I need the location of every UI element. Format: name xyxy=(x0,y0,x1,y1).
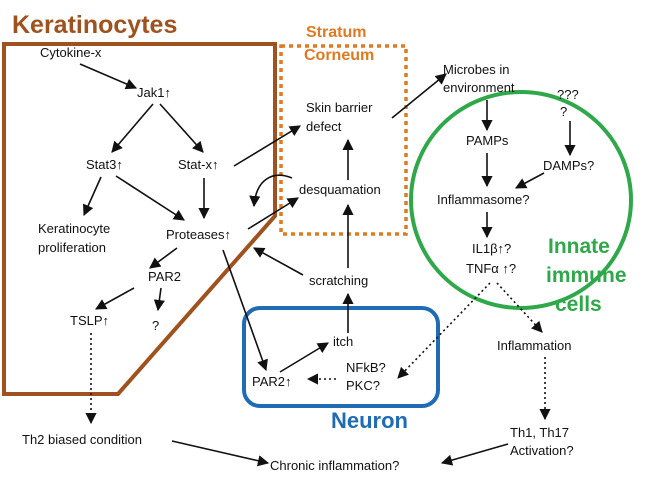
node-par2-unknown: ? xyxy=(152,318,159,333)
arrow-par2-to-tslp xyxy=(95,287,135,310)
node-chronic-inflammation: Chronic inflammation? xyxy=(270,458,399,473)
arrow-proteases-to-par2 xyxy=(149,247,178,269)
node-il1b: IL1β↑? xyxy=(472,241,511,256)
stratum-title-line1: Stratum xyxy=(306,24,366,41)
node-tslp: TSLP↑ xyxy=(70,313,109,328)
keratinocytes-title: Keratinocytes xyxy=(12,11,177,39)
innate-title-line3: cells xyxy=(555,293,602,316)
neuron-region xyxy=(242,306,440,408)
node-keratinocyte-proliferation-2: proliferation xyxy=(38,240,106,255)
node-cytokine-x: Cytokine-x xyxy=(40,45,102,60)
arrow-stat-x-to-barrier xyxy=(233,125,301,167)
arrow-cytokines-to-inflammation xyxy=(496,282,543,333)
arrow-th2-to-chronic xyxy=(171,440,270,467)
node-par2: PAR2 xyxy=(148,269,181,284)
node-desquamation: desquamation xyxy=(299,182,381,197)
node-inflammation: Inflammation xyxy=(497,338,571,353)
node-keratinocyte-proliferation-1: Keratinocyte xyxy=(38,221,110,236)
node-th1-th17-2: Activation? xyxy=(510,443,574,458)
node-skin-barrier-1: Skin barrier xyxy=(306,100,373,115)
arrow-th1-to-chronic xyxy=(440,443,509,466)
node-microbes-1: Microbes in xyxy=(443,62,509,77)
neuron-title: Neuron xyxy=(331,408,408,433)
node-skin-barrier-2: defect xyxy=(306,119,342,134)
innate-title-line1: Innate xyxy=(548,235,610,258)
arrow-jak1-to-stat3 xyxy=(111,103,154,153)
node-microbes-2: environment xyxy=(443,80,515,95)
node-pkc: PKC? xyxy=(346,378,380,393)
stratum-title-line2: Corneum xyxy=(304,47,374,64)
node-itch: itch xyxy=(333,334,353,349)
node-tnfa: TNFα ↑? xyxy=(466,261,516,276)
node-nfkb: NFkB? xyxy=(346,360,386,375)
innate-immune-region xyxy=(409,90,633,310)
node-stat3: Stat3↑ xyxy=(86,157,123,172)
arrow-stat3-to-proliferation xyxy=(83,176,102,217)
node-scratching: scratching xyxy=(309,273,368,288)
node-jak1: Jak1↑ xyxy=(137,85,171,100)
arrow-proteases-to-neuron-par2 xyxy=(222,249,268,372)
arrow-stat3-to-proteases xyxy=(115,175,185,221)
node-par2-neuron: PAR2↑ xyxy=(252,374,292,389)
node-proteases: Proteases↑ xyxy=(166,227,231,242)
node-unknown-2: ? xyxy=(560,104,567,119)
solid-arrows xyxy=(79,63,576,467)
stratum-corneum-region xyxy=(279,44,408,236)
keratinocytes-region xyxy=(2,42,277,396)
arrow-par2-to-itch xyxy=(279,342,329,373)
arrow-proteases-to-desquamation xyxy=(247,197,299,230)
node-pamps: PAMPs xyxy=(466,133,509,148)
arrow-damps-to-inflammasome xyxy=(515,172,545,189)
dotted-arrows xyxy=(85,282,551,425)
node-th1-th17-1: Th1, Th17 xyxy=(510,425,569,440)
arrow-jak1-to-stat-x xyxy=(159,103,204,153)
innate-title-line2: immune xyxy=(546,264,627,287)
node-unknown-1: ??? xyxy=(557,87,579,102)
arrow-par2-to-unknown xyxy=(153,287,165,312)
arrow-desquamation-loop xyxy=(249,174,293,208)
arrow-cytokines-to-neuron xyxy=(397,282,491,379)
node-stat-x: Stat-x↑ xyxy=(178,157,218,172)
node-damps: DAMPs? xyxy=(543,158,594,173)
node-th2-condition: Th2 biased condition xyxy=(22,432,142,447)
arrow-scratching-to-proteases xyxy=(253,247,304,276)
arrow-barrier-to-microbes xyxy=(391,73,447,119)
node-inflammasome: Inflammasome? xyxy=(437,192,529,207)
arrow-cytokine-to-jak1 xyxy=(79,63,138,90)
